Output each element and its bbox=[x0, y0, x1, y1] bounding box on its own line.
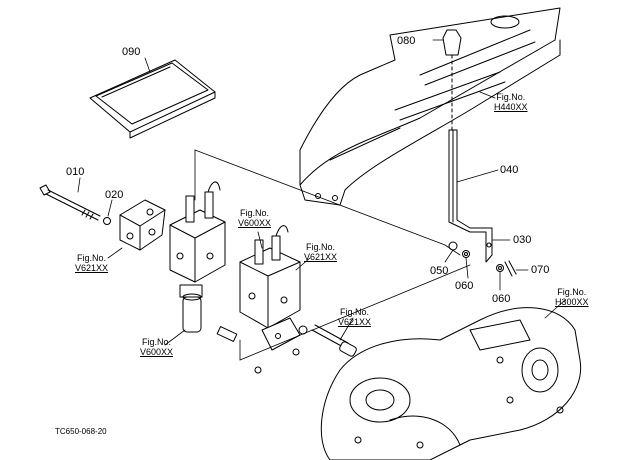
fig-ref-v621-low-number: V621XX bbox=[338, 317, 372, 327]
fig-ref-v600-top: Fig.No. V600XX bbox=[238, 208, 271, 228]
fig-ref-h300: Fig.No. H300XX bbox=[555, 287, 589, 307]
part-label-020: 020 bbox=[105, 189, 124, 201]
long-bolt-010 bbox=[39, 184, 111, 225]
cover-block-020 bbox=[119, 199, 166, 251]
control-valve-left bbox=[169, 181, 226, 333]
fig-ref-v621-left-number: V621XX bbox=[75, 263, 109, 273]
part-label-060-upper: 060 bbox=[455, 280, 474, 292]
fig-ref-v621-mid: Fig.No. V621XX bbox=[304, 242, 337, 262]
fig-ref-h440: Fig.No. H440XX bbox=[494, 92, 528, 112]
fig-ref-v600-left-caption: Fig.No. bbox=[142, 337, 172, 347]
fig-ref-v600-left-number: V600XX bbox=[140, 347, 174, 357]
lever-assembly bbox=[442, 29, 493, 263]
leader-lines bbox=[77, 39, 566, 346]
small-hardware bbox=[448, 241, 517, 277]
fig-ref-v600-top-number: V600XX bbox=[238, 218, 272, 228]
fig-ref-v600-top-caption: Fig.No. bbox=[240, 208, 270, 218]
fig-ref-v621-low: Fig.No. V621XX bbox=[338, 307, 371, 327]
fig-ref-h440-number: H440XX bbox=[494, 102, 528, 112]
part-label-080: 080 bbox=[397, 35, 416, 47]
part-label-050: 050 bbox=[430, 265, 449, 277]
part-label-060-lower: 060 bbox=[492, 293, 511, 305]
drawing-code: TC650-068-20 bbox=[55, 427, 107, 436]
fig-ref-v621-mid-caption: Fig.No. bbox=[306, 242, 336, 252]
part-label-090: 090 bbox=[122, 46, 141, 58]
transmission-housing bbox=[320, 307, 582, 460]
fig-ref-h300-number: H300XX bbox=[555, 297, 589, 307]
fig-ref-v621-left-caption: Fig.No. bbox=[77, 253, 107, 263]
fig-ref-h300-caption: Fig.No. bbox=[557, 287, 587, 297]
fig-ref-v621-left: Fig.No. V621XX bbox=[75, 253, 108, 273]
frame-bar bbox=[299, 7, 561, 206]
part-label-070: 070 bbox=[531, 264, 550, 276]
part-label-010: 010 bbox=[66, 166, 85, 178]
fig-ref-v621-mid-number: V621XX bbox=[304, 252, 338, 262]
fig-ref-h440-caption: Fig.No. bbox=[496, 92, 526, 102]
manual-packet-090 bbox=[89, 59, 216, 139]
part-label-030: 030 bbox=[513, 234, 532, 246]
part-label-040: 040 bbox=[500, 164, 519, 176]
alignment-lines bbox=[194, 149, 471, 361]
fig-ref-v621-low-caption: Fig.No. bbox=[340, 307, 370, 317]
control-valve-center bbox=[239, 225, 301, 351]
fig-ref-v600-left: Fig.No. V600XX bbox=[140, 337, 173, 357]
